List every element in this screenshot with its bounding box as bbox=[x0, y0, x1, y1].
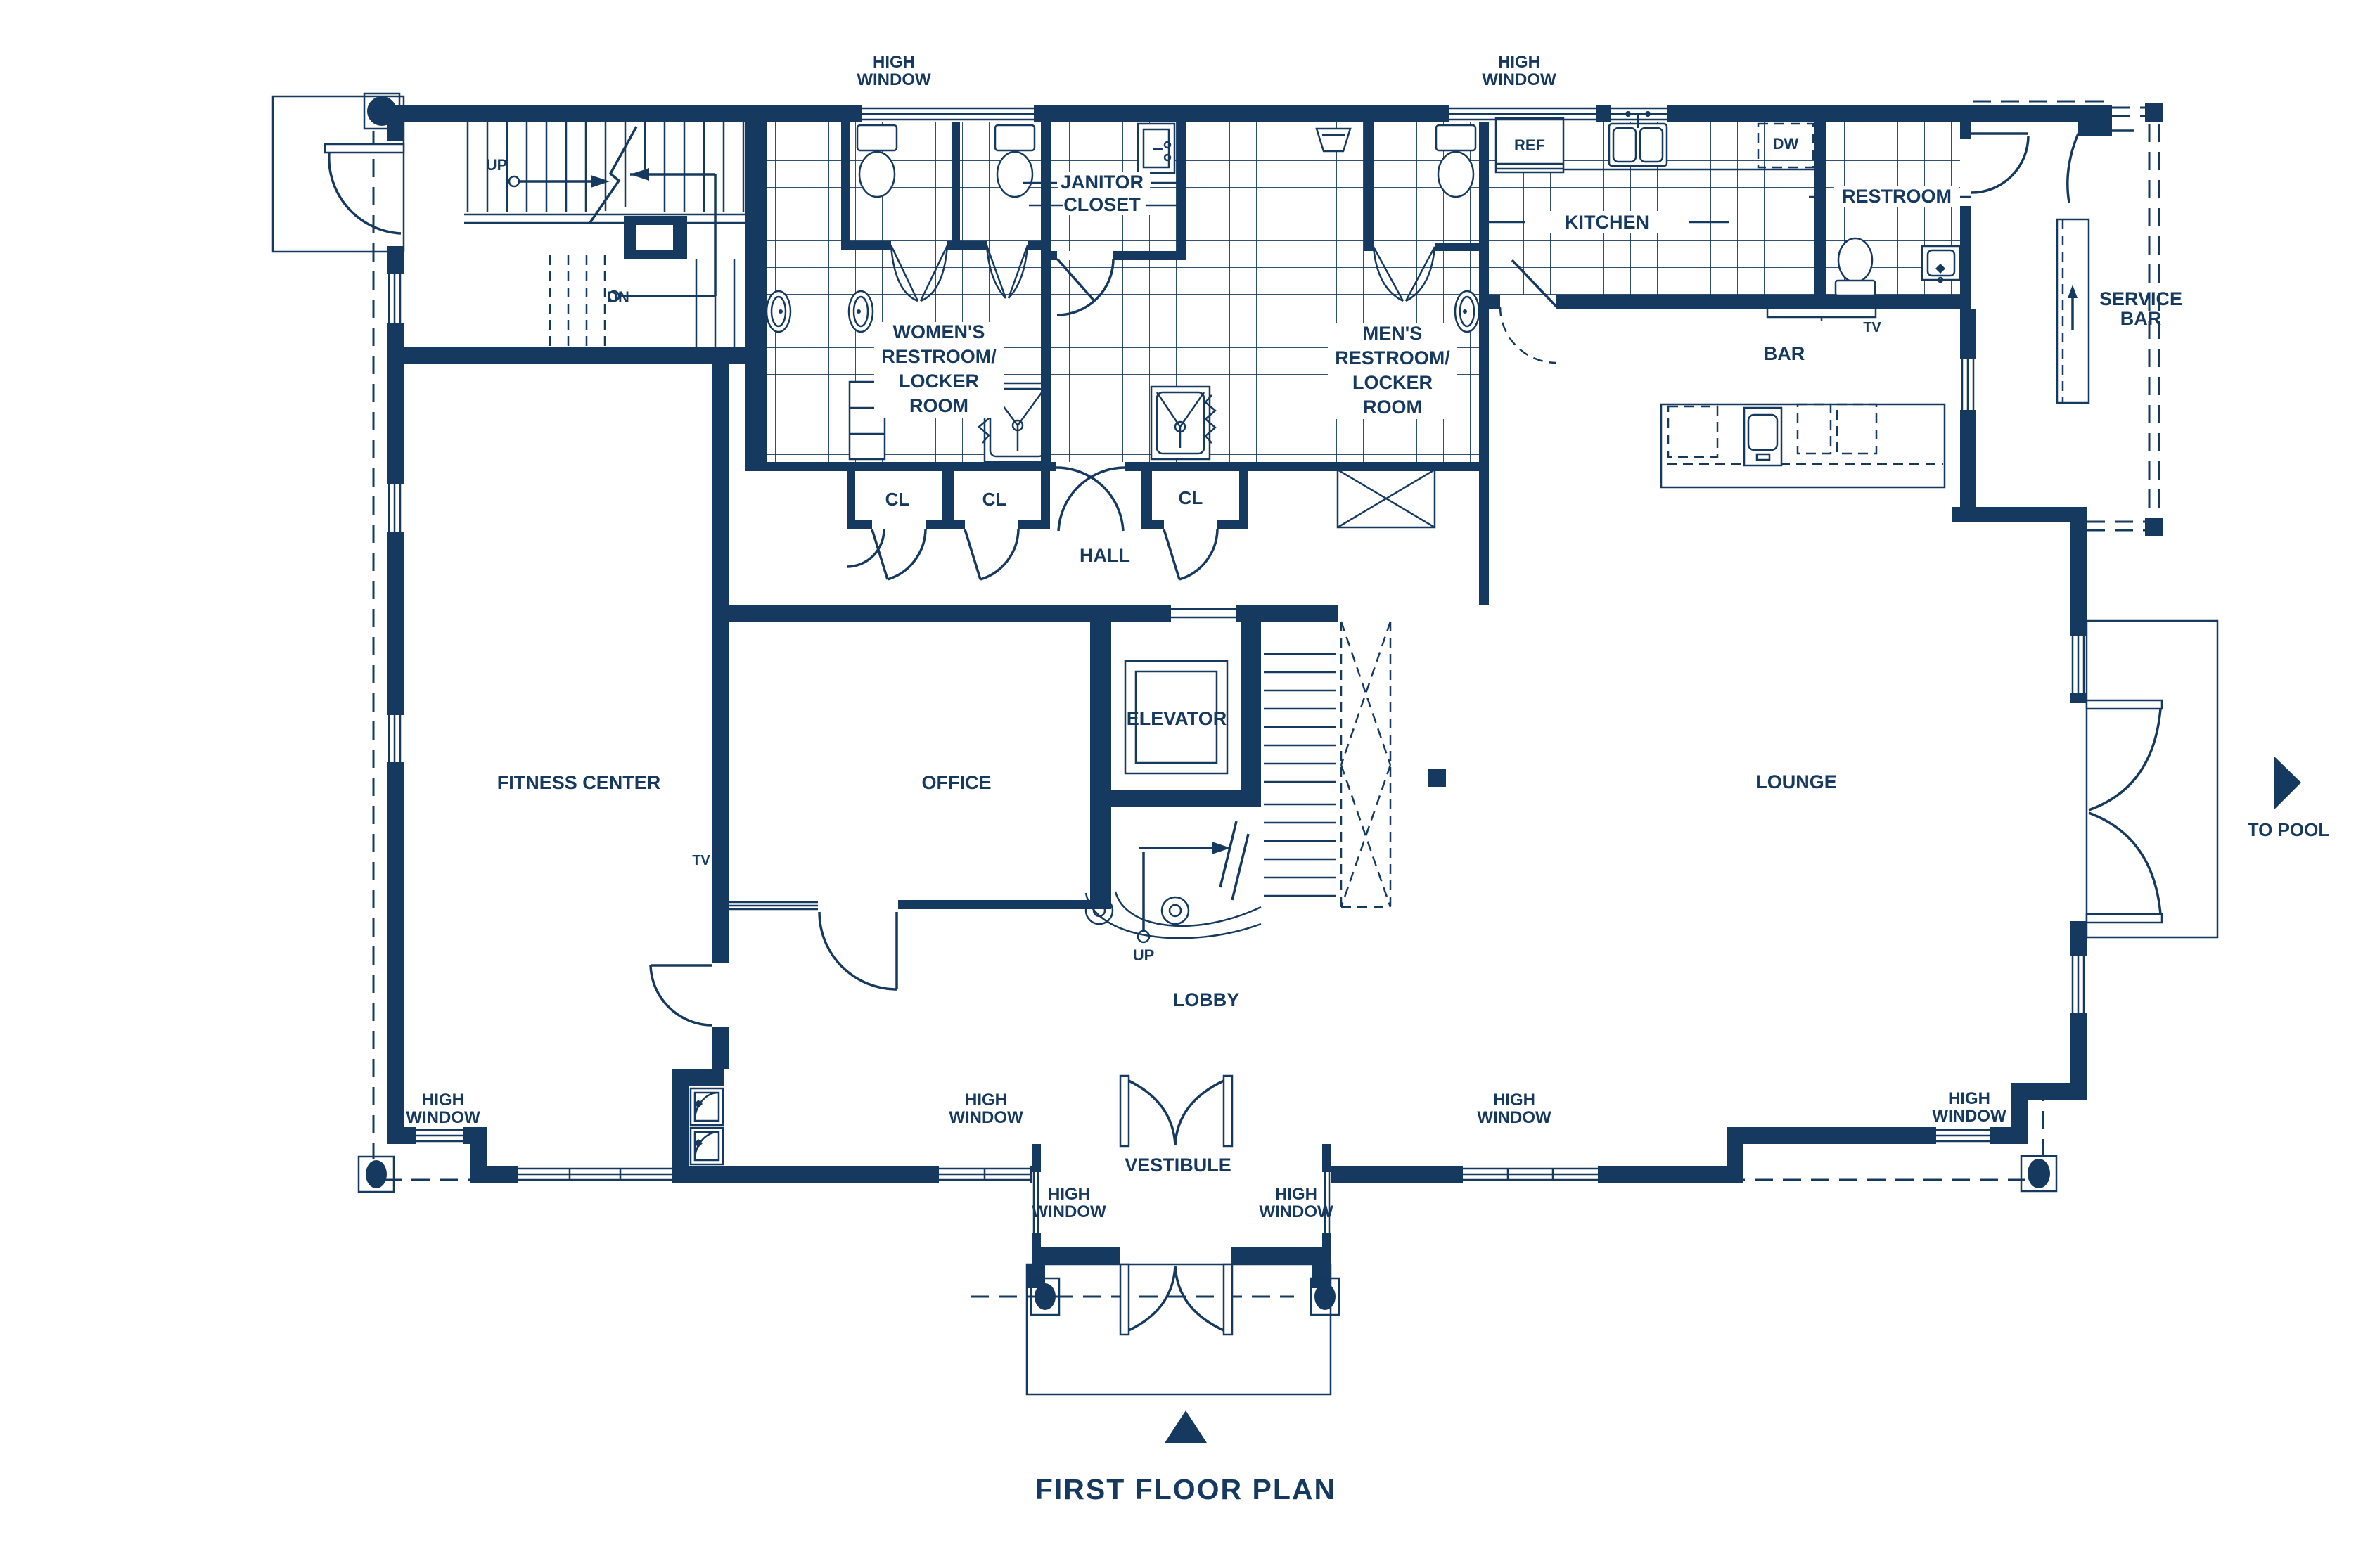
label-restroom: RESTROOM bbox=[1842, 186, 1952, 207]
dashed-overhang-lines bbox=[372, 100, 2160, 1298]
label-high-window-s3-2: WINDOW bbox=[1477, 1108, 1551, 1127]
window-sills bbox=[388, 107, 2085, 1233]
label-lobby: LOBBY bbox=[1173, 989, 1240, 1010]
plan-title: FIRST FLOOR PLAN bbox=[1035, 1473, 1336, 1505]
label-lounge: LOUNGE bbox=[1755, 771, 1837, 792]
door-swings bbox=[324, 129, 2163, 1336]
label-high-window-s2-1: HIGH bbox=[965, 1091, 1007, 1110]
label-up-stair1: UP bbox=[486, 156, 508, 174]
label-bar: BAR bbox=[1764, 343, 1805, 364]
label-service-bar-2: BAR bbox=[2120, 308, 2162, 329]
label-fitness: FITNESS CENTER bbox=[497, 772, 661, 793]
label-leaders bbox=[1023, 181, 1971, 224]
label-high-window-top-right-1: HIGH bbox=[1498, 53, 1540, 72]
label-up-lobby: UP bbox=[1133, 946, 1155, 964]
walls bbox=[387, 103, 2163, 1288]
label-high-window-se-2: WINDOW bbox=[1932, 1107, 2006, 1126]
label-high-window-vest-l-2: WINDOW bbox=[1032, 1202, 1106, 1221]
label-janitor-1: JANITOR bbox=[1061, 172, 1144, 193]
stair-lobby bbox=[1084, 608, 1336, 944]
label-cl-2: CL bbox=[982, 489, 1007, 510]
label-high-window-s3-1: HIGH bbox=[1493, 1091, 1535, 1110]
labels: HIGH WINDOW HIGH WINDOW UP DN WOMEN'S RE… bbox=[406, 53, 2329, 1505]
label-vestibule: VESTIBULE bbox=[1125, 1155, 1231, 1176]
label-cl-1: CL bbox=[885, 489, 910, 510]
label-dw: DW bbox=[1773, 135, 1799, 153]
label-service-bar-1: SERVICE bbox=[2099, 288, 2182, 309]
label-janitor-2: CLOSET bbox=[1063, 194, 1141, 215]
label-high-window-vest-l-1: HIGH bbox=[1048, 1185, 1090, 1204]
label-cl-3: CL bbox=[1179, 487, 1203, 508]
stair-northwest bbox=[464, 122, 767, 352]
label-hall: HALL bbox=[1080, 545, 1130, 566]
label-ref: REF bbox=[1514, 136, 1545, 154]
label-high-window-top-right-2: WINDOW bbox=[1482, 70, 1556, 89]
label-elevator: ELEVATOR bbox=[1127, 708, 1227, 729]
label-to-pool: TO POOL bbox=[2248, 819, 2330, 840]
label-high-window-vest-r-1: HIGH bbox=[1275, 1185, 1317, 1204]
label-high-window-se-1: HIGH bbox=[1948, 1089, 1990, 1108]
label-womens-4: ROOM bbox=[909, 395, 968, 416]
label-mens-2: RESTROOM/ bbox=[1335, 347, 1450, 368]
label-high-window-sw-2: WINDOW bbox=[406, 1108, 480, 1127]
label-dn-stair1: DN bbox=[607, 288, 629, 306]
label-mens-3: LOCKER bbox=[1352, 372, 1433, 393]
label-tv-fitness: TV bbox=[692, 853, 710, 868]
label-mens-1: MEN'S bbox=[1363, 323, 1422, 344]
label-high-window-s2-2: WINDOW bbox=[949, 1108, 1023, 1127]
label-mens-4: ROOM bbox=[1363, 397, 1422, 418]
plumbing-fixtures bbox=[689, 111, 2078, 1166]
label-tv-bar: TV bbox=[1863, 320, 1881, 335]
label-high-window-top-left-1: HIGH bbox=[873, 53, 915, 72]
north-arrow-icon bbox=[1165, 1410, 1207, 1443]
label-backers bbox=[874, 172, 1959, 419]
label-office: OFFICE bbox=[922, 772, 992, 793]
label-high-window-vest-r-2: WINDOW bbox=[1259, 1202, 1333, 1221]
to-pool-arrow-icon bbox=[2274, 756, 2301, 810]
label-womens-3: LOCKER bbox=[899, 371, 979, 392]
label-kitchen: KITCHEN bbox=[1565, 212, 1649, 233]
label-high-window-sw-1: HIGH bbox=[422, 1091, 464, 1110]
label-womens-2: RESTROOM/ bbox=[881, 346, 997, 367]
label-womens-1: WOMEN'S bbox=[893, 321, 985, 342]
label-high-window-top-left-2: WINDOW bbox=[857, 70, 931, 89]
site-columns bbox=[357, 92, 2058, 1316]
